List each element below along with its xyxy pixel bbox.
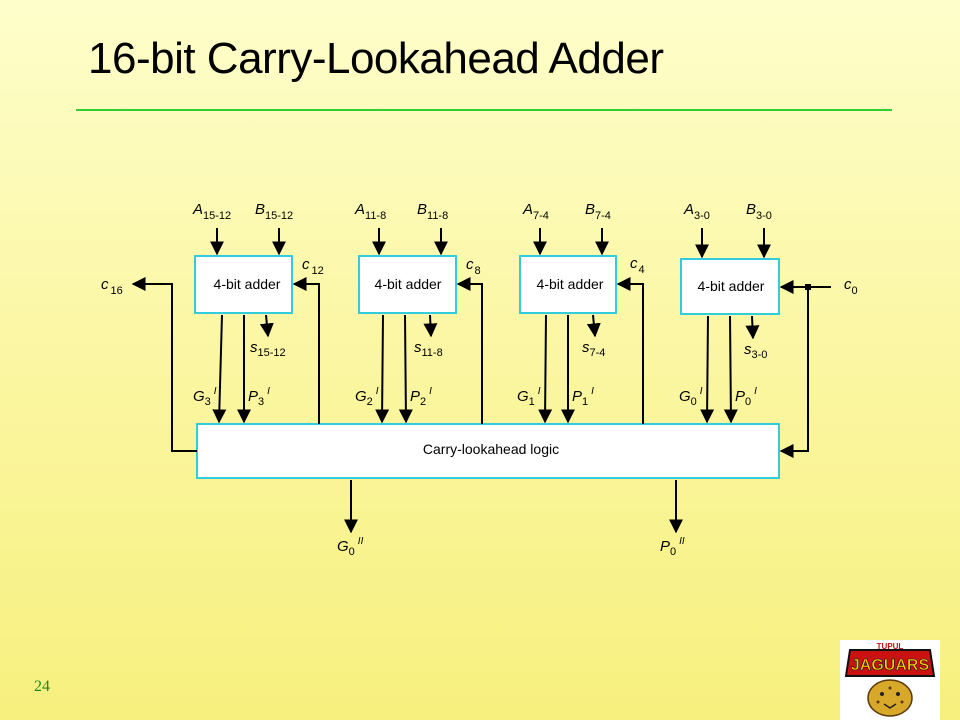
- adder-block-15-12: 4-bit adder: [194, 255, 293, 314]
- adder-block-11-8: 4-bit adder: [358, 255, 457, 314]
- svg-text:G1I: G1I: [517, 386, 541, 408]
- svg-text:B7-4: B7-4: [585, 201, 611, 222]
- svg-text:c12: c12: [302, 256, 324, 277]
- gp-arrows: [212, 314, 738, 424]
- sum-arrows: [259, 314, 760, 340]
- svg-text:A11-8: A11-8: [354, 201, 386, 222]
- svg-text:G3I: G3I: [193, 386, 217, 408]
- cla-output-arrows: [344, 480, 683, 534]
- svg-text:B3-0: B3-0: [746, 201, 772, 222]
- page-title: 16-bit Carry-Lookahead Adder: [88, 34, 664, 83]
- svg-text:c4: c4: [630, 255, 645, 276]
- jaguars-logo: TUPUL JAGUARS: [840, 640, 940, 720]
- svg-text:P1I: P1I: [572, 386, 594, 408]
- adder-label: 4-bit adder: [698, 278, 765, 294]
- svg-text:P0II: P0II: [660, 536, 685, 558]
- svg-text:A7-4: A7-4: [522, 201, 549, 222]
- adder-block-7-4: 4-bit adder: [519, 255, 617, 314]
- svg-text:G0I: G0I: [679, 386, 703, 408]
- svg-text:s15-12: s15-12: [250, 339, 286, 359]
- svg-text:G2I: G2I: [355, 386, 379, 408]
- svg-text:A15-12: A15-12: [192, 201, 231, 222]
- svg-text:P2I: P2I: [410, 386, 432, 408]
- svg-text:B15-12: B15-12: [255, 201, 293, 222]
- svg-text:c0: c0: [844, 276, 858, 297]
- svg-text:G0II: G0II: [337, 536, 364, 558]
- svg-text:s11-8: s11-8: [414, 339, 443, 359]
- gp-labels: G3I P3I G2I P2I G1I P1I G0I P0I: [193, 386, 757, 408]
- svg-text:P3I: P3I: [248, 386, 270, 408]
- adder-label: 4-bit adder: [214, 276, 281, 292]
- cla-logic-box: [196, 423, 780, 479]
- svg-text:B11-8: B11-8: [417, 201, 448, 222]
- cla-logic-label: Carry-lookahead logic: [423, 441, 559, 457]
- svg-text:c8: c8: [466, 256, 481, 277]
- svg-text:JAGUARS: JAGUARS: [851, 657, 930, 674]
- svg-text:s7-4: s7-4: [582, 339, 605, 359]
- adder-block-3-0: 4-bit adder: [680, 258, 780, 315]
- svg-text:s3-0: s3-0: [744, 341, 767, 361]
- page-number: 24: [34, 678, 50, 695]
- adder-label: 4-bit adder: [375, 276, 442, 292]
- group-output-labels: G0II P0II: [337, 536, 685, 558]
- svg-text:TUPUL: TUPUL: [877, 642, 904, 651]
- title-divider: [76, 109, 892, 111]
- svg-text:A3-0: A3-0: [683, 201, 710, 222]
- sum-labels: s15-12 s11-8 s7-4 s3-0: [250, 339, 767, 361]
- svg-text:c16: c16: [101, 276, 123, 297]
- carry-arrows: [131, 277, 831, 458]
- adder-label: 4-bit adder: [537, 276, 604, 292]
- input-arrows: [210, 228, 771, 259]
- svg-text:P0I: P0I: [735, 386, 757, 408]
- input-labels: A15-12 B15-12 A11-8 B11-8 A7-4 B7-4 A3-0…: [192, 201, 772, 222]
